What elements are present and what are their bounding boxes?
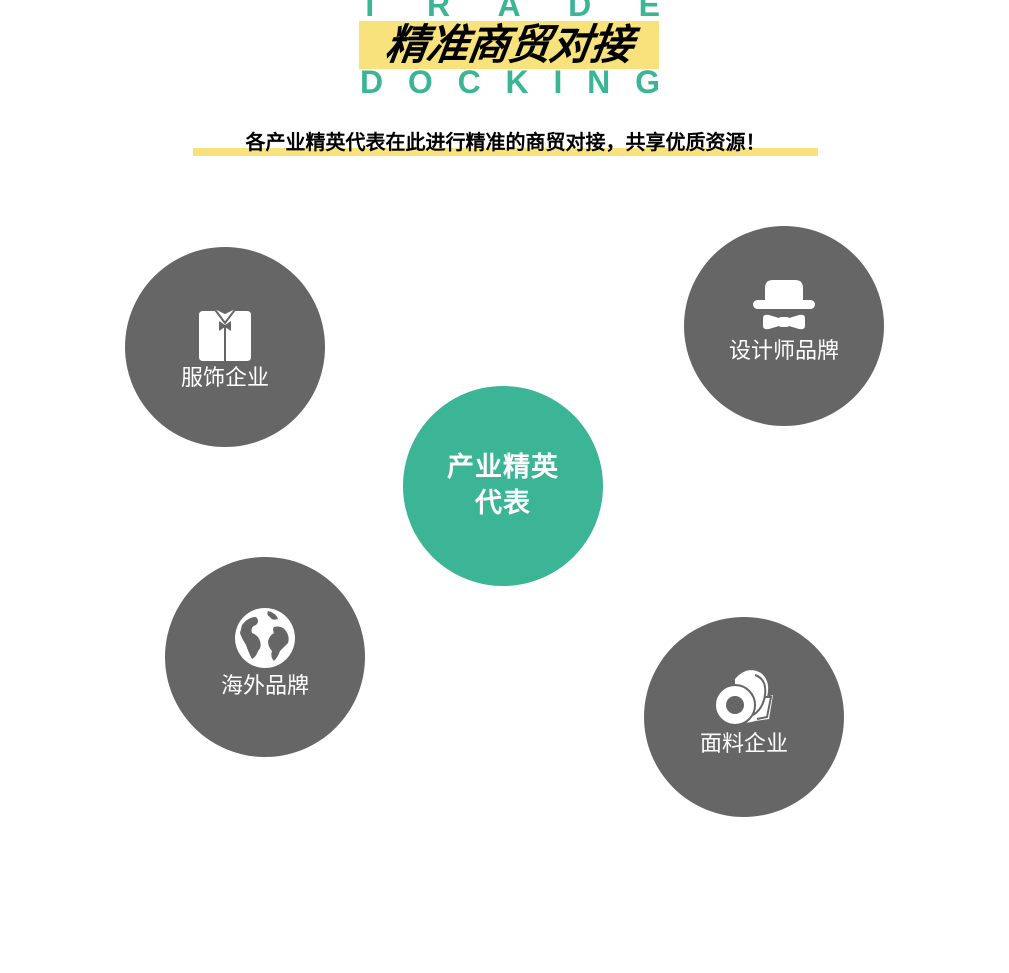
node-label: 设计师品牌 [728,339,839,364]
node-overseas-brand: 海外品牌 [165,557,365,757]
node-designer-brand: 设计师品牌 [684,226,884,426]
english-title-top: T R A D E [360,0,660,22]
hat-bowtie-icon [753,280,815,330]
english-letter: D [360,66,384,94]
english-letter: N [587,66,611,94]
fabric-roll-icon [715,670,773,725]
shirt-icon [199,307,251,361]
node-clothing-enterprise: 服饰企业 [125,247,325,447]
english-letter: G [635,66,660,94]
node-fabric-enterprise: 面料企业 [644,617,844,817]
subtitle-underline [193,148,818,156]
english-letter: O [407,66,433,94]
center-label-line1: 产业精英 [447,452,559,483]
english-letter: I [553,66,563,94]
section-subtitle: 各产业精英代表在此进行精准的商贸对接，共享优质资源！ [245,130,766,154]
english-letter: A [497,0,521,22]
center-label-line2: 代表 [475,488,531,519]
node-label: 服饰企业 [180,366,269,391]
node-label: 海外品牌 [220,674,309,699]
english-letter: E [638,0,660,22]
english-letter: C [457,66,481,94]
center-node-industry-elites: 产业精英 代表 [403,386,603,586]
english-letter: T [360,0,380,22]
english-letter: R [426,0,451,22]
node-label: 面料企业 [699,732,788,757]
section-title: 精准商贸对接 [382,20,636,69]
title-highlight: 精准商贸对接 [359,20,659,69]
english-letter: K [505,66,529,94]
english-title-bottom: D O C K I N G [360,66,660,94]
globe-icon [235,608,295,668]
english-letter: D [568,0,592,22]
